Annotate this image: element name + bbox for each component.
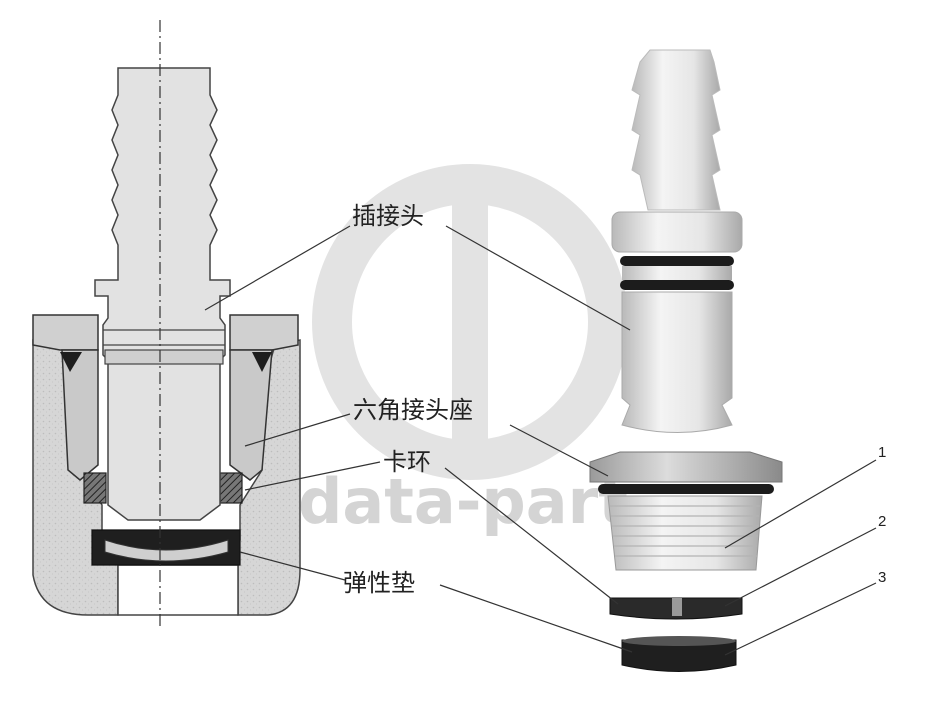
snap-ring-section-right <box>219 472 243 504</box>
label-number-2: 2 <box>878 513 886 530</box>
gasket-inner <box>104 539 229 562</box>
hex-seat-oring <box>598 484 774 494</box>
leader-num-1 <box>724 459 877 549</box>
leader-hex-left <box>244 413 351 447</box>
leader-lines <box>204 225 877 656</box>
label-plug: 插接头 <box>352 202 424 230</box>
label-number-1: 1 <box>878 444 886 461</box>
plug-lower-body <box>621 291 733 433</box>
exploded-parts <box>589 49 783 672</box>
cross-section-drawing <box>32 20 301 630</box>
label-gasket: 弹性垫 <box>343 569 415 597</box>
watermark: data-part <box>298 164 628 538</box>
leader-plug-left <box>204 225 351 311</box>
gasket-3d-top <box>622 636 736 646</box>
leader-snap-left <box>244 461 381 491</box>
plug-oring-1 <box>620 256 734 266</box>
plug-body-band <box>622 266 732 280</box>
snap-ring-section-left <box>83 472 107 504</box>
hex-seat-flange <box>32 314 99 351</box>
snap-ring-gap <box>672 598 682 616</box>
oring-section-left <box>60 352 82 372</box>
leader-hex-right <box>509 424 609 477</box>
label-hex-seat: 六角接头座 <box>353 396 473 424</box>
plug-section <box>94 67 231 521</box>
oring-section-right <box>252 352 272 372</box>
hex-seat-flange-right <box>229 314 299 351</box>
watermark-text: data-part <box>298 465 628 538</box>
plug-oring-band <box>104 349 224 365</box>
leader-gasket-right <box>439 584 633 653</box>
plug-collar <box>611 211 743 253</box>
label-snap-ring: 卡环 <box>383 448 431 476</box>
hex-seat-thread-lines <box>610 505 760 557</box>
bottom-bore <box>117 564 239 616</box>
leader-num-3 <box>724 582 877 656</box>
leader-gasket-left <box>239 551 346 581</box>
hex-seat-wall-left <box>61 349 99 481</box>
hex-seat-wall-right <box>229 349 273 481</box>
hex-seat-thread <box>607 495 763 571</box>
watermark-logo <box>312 164 628 480</box>
plug-oring-2 <box>620 280 734 290</box>
label-number-3: 3 <box>878 569 886 586</box>
leader-snap-right <box>444 467 619 605</box>
leader-num-2 <box>724 527 877 607</box>
leader-plug-right <box>445 225 631 331</box>
plug-hose-tail <box>631 49 721 211</box>
gasket-3d <box>621 639 737 672</box>
labels: 插接头 六角接头座 卡环 弹性垫 1 2 3 <box>343 202 886 597</box>
watermark-logo-bar <box>452 200 488 450</box>
hex-seat-top <box>589 451 783 483</box>
